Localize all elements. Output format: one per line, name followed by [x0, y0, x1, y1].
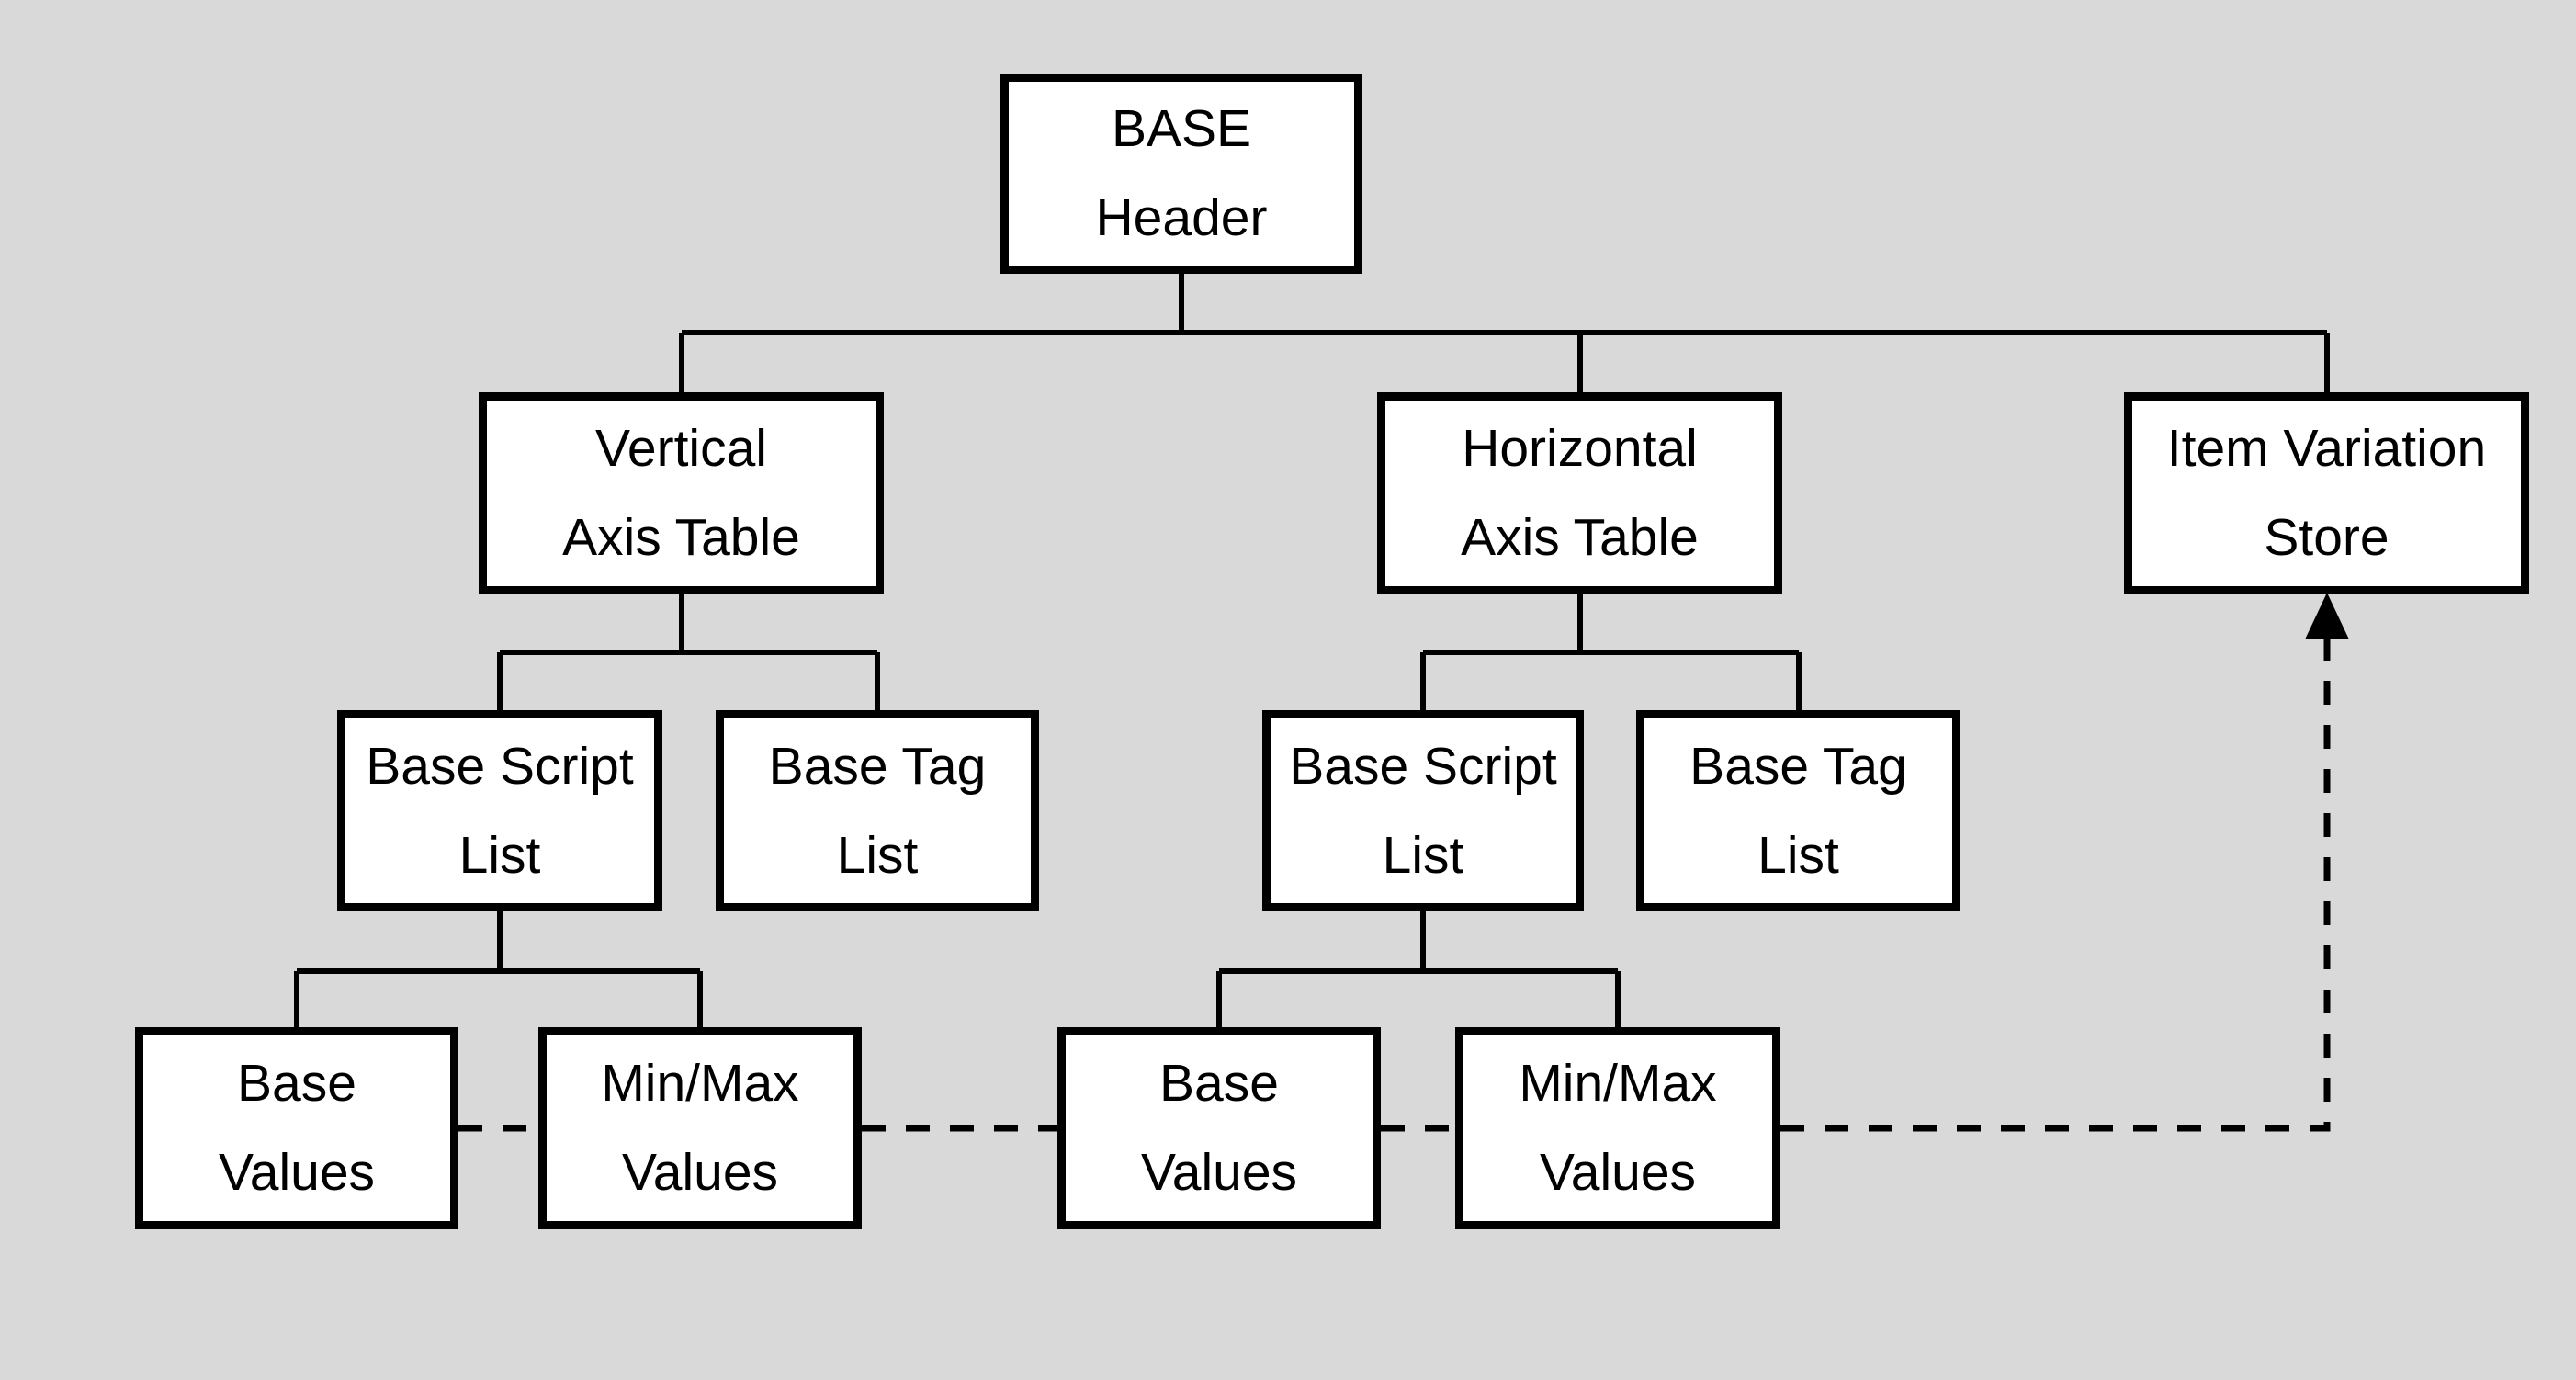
node-label-line2: Values: [621, 1143, 779, 1202]
node-vertical-base-tag-list: Base Tag List: [716, 710, 1039, 911]
node-label-line2: List: [1382, 825, 1464, 885]
node-base-header: BASE Header: [1000, 74, 1362, 274]
node-horizontal-minmax-values: Min/Max Values: [1455, 1027, 1780, 1229]
node-vertical-base-script-list: Base Script List: [337, 710, 662, 911]
dashed-connectors: [458, 638, 2331, 1132]
node-label-line2: Header: [1095, 188, 1268, 247]
node-label-line1: BASE: [1111, 99, 1252, 158]
node-label-line1: Item Variation: [2166, 419, 2487, 478]
node-label-line2: Axis Table: [1461, 508, 1699, 567]
node-item-variation-store: Item Variation Store: [2124, 392, 2529, 594]
node-label-line1: Base Tag: [1689, 736, 1907, 796]
node-label-line1: Base: [237, 1054, 356, 1113]
node-label-line2: Values: [218, 1143, 376, 1202]
node-label-line2: List: [836, 825, 919, 885]
node-label-line2: Values: [1539, 1143, 1697, 1202]
node-vertical-base-values: Base Values: [135, 1027, 458, 1229]
node-label-line1: Base Tag: [768, 736, 987, 796]
node-horizontal-base-values: Base Values: [1057, 1027, 1381, 1229]
dashed-arrowhead-up-icon: [2305, 593, 2349, 639]
node-label-line1: Vertical: [595, 419, 767, 478]
node-horizontal-axis-table: Horizontal Axis Table: [1377, 392, 1782, 594]
node-label-line1: Horizontal: [1462, 419, 1698, 478]
node-horizontal-base-tag-list: Base Tag List: [1636, 710, 1960, 911]
node-label-line2: Store: [2264, 508, 2390, 567]
node-label-line2: List: [458, 825, 541, 885]
node-label-line2: List: [1757, 825, 1839, 885]
dashed-link-to-item-variation-store: [1780, 638, 2331, 1132]
node-label-line2: Axis Table: [562, 508, 800, 567]
node-label-line1: Base Script: [366, 736, 634, 796]
node-label-line1: Base: [1159, 1054, 1279, 1113]
node-label-line1: Min/Max: [601, 1054, 799, 1113]
node-vertical-axis-table: Vertical Axis Table: [479, 392, 884, 594]
node-label-line1: Min/Max: [1519, 1054, 1717, 1113]
solid-connectors: [294, 274, 2330, 1027]
node-vertical-minmax-values: Min/Max Values: [538, 1027, 862, 1229]
node-horizontal-base-script-list: Base Script List: [1262, 710, 1584, 911]
node-label-line2: Values: [1140, 1143, 1298, 1202]
node-label-line1: Base Script: [1289, 736, 1557, 796]
